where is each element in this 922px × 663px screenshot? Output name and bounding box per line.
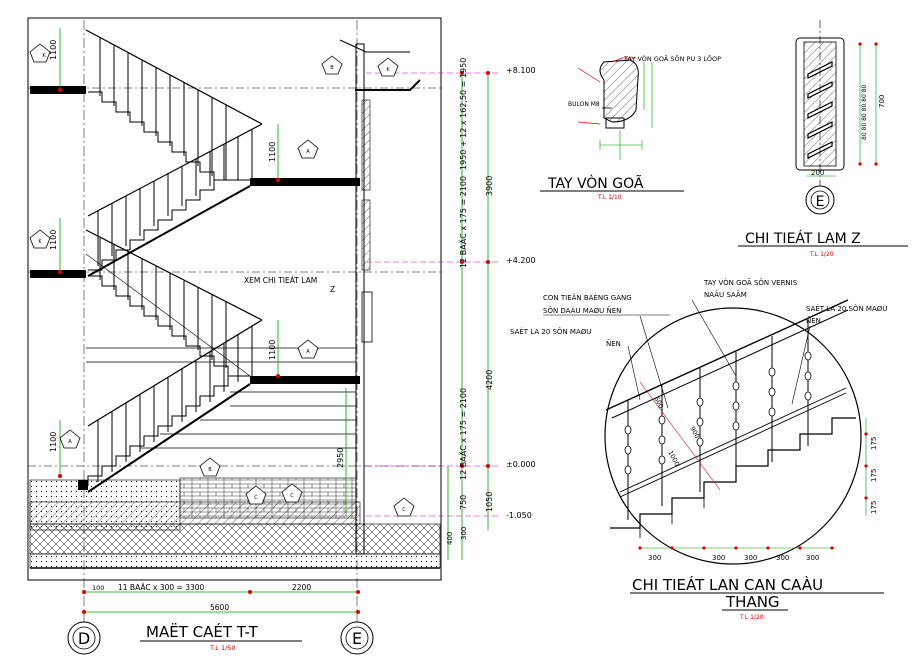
dim-1100-c: 1100: [49, 432, 58, 452]
railing-note-handrail: TAY VÒN GOÃ SÔN VERNIS: [703, 278, 798, 287]
level-top: +8.100: [506, 66, 536, 75]
dim-300: 300: [460, 527, 468, 540]
marker-b-1: B: [330, 65, 334, 71]
marker-b-2: B: [208, 467, 212, 473]
railing-dim-300-c: 300: [744, 554, 757, 562]
dim-1100-d: 1100: [268, 142, 277, 162]
railing-note-flat-left-2: ÑEN: [606, 339, 621, 348]
axis-label-e: E: [352, 629, 362, 648]
railing-note-flat-left: SAÉT LA 20 SÔN MAØU: [510, 327, 591, 336]
section-drawing: [27, 17, 500, 640]
railing-title-line1: CHI TIEÁT LAN CAN CAÀU: [632, 575, 823, 594]
lam-scale: T.L 1/20: [809, 251, 834, 258]
railing-dim-300-e: 300: [806, 554, 819, 562]
dim-1050: 1050: [485, 492, 494, 512]
railing-scale: T.L 1/20: [739, 614, 764, 621]
marker-a-1: A: [68, 439, 72, 445]
dim-100: 100: [92, 584, 104, 592]
marker-k-3: K: [386, 67, 390, 73]
dim-vertical-a: 12 BAÄC x 175 = 2100: [458, 388, 468, 480]
lam-axis-label: E: [816, 194, 825, 210]
railing-dim-300-d: 300: [776, 554, 789, 562]
railing-dim-1000: 1000: [666, 449, 681, 467]
railing-note-handrail-2: NAÂU SAÃM: [704, 290, 747, 299]
railing-note-flat-right-2: ÑEN: [806, 316, 821, 325]
level-zero: ±0.000: [506, 460, 536, 469]
handrail-note-bolt: BULON M8: [568, 101, 600, 108]
dim-5600: 5600: [210, 603, 229, 612]
railing-title-line2: THANG: [725, 593, 780, 611]
dim-2950: 2950: [336, 448, 345, 468]
railing-dim-175-b: 175: [870, 469, 878, 482]
dim-3900: 3900: [485, 176, 494, 196]
section-scale: T.L 1/50: [209, 644, 236, 652]
marker-k-1: K: [42, 53, 46, 59]
dim-400: 400: [446, 532, 454, 545]
marker-c-1: C: [254, 495, 258, 501]
dim-2200: 2200: [292, 583, 311, 592]
railing-dim-300-a: 300: [648, 554, 661, 562]
railing-detail: [604, 299, 868, 565]
marker-c-3: C: [402, 507, 406, 513]
dim-750: 750: [459, 495, 468, 510]
dim-vertical-c: 1950 + 12 x 162,50 = 1950: [459, 58, 468, 170]
section-title: MAËT CAÉT T-T: [146, 622, 259, 641]
marker-a-3: A: [306, 349, 310, 355]
lam-detail: [795, 20, 878, 215]
lam-dim-200: 200: [811, 169, 824, 177]
section-frame: [27, 17, 442, 581]
dim-vertical-b: 12 BAÄC x 175 = 2100: [458, 176, 468, 268]
handrail-detail: [577, 57, 653, 160]
axis-label-d: D: [78, 629, 90, 648]
railing-dim-175-a: 175: [870, 437, 878, 450]
lam-title: CHI TIEÁT LAM Z: [745, 230, 861, 247]
railing-note-flat-right: SAÉT LA 20 SÔN MAØU: [806, 304, 887, 313]
marker-c-2: C: [290, 493, 294, 499]
note-detail: XEM CHI TIEÁT LAM: [244, 276, 317, 285]
note-detail-z: Z: [330, 285, 335, 294]
handrail-note-top: TAY VÒN GOÃ SÔN PU 3 LÔOP: [623, 54, 721, 63]
marker-k-2: K: [38, 239, 42, 245]
level-mid: +4.200: [506, 256, 536, 265]
marker-a-2: A: [306, 149, 310, 155]
level-neg: -1.050: [506, 511, 532, 520]
dim-steps: 11 BAÄC x 300 = 3300: [118, 583, 205, 592]
railing-note-post-2: SÔN DAÀU MAØU ÑEN: [543, 306, 621, 315]
handrail-scale: T.L 1/10: [597, 194, 622, 201]
lam-dim-col: 80 80 80 80 80 80: [861, 84, 868, 140]
railing-dim-175-c: 175: [870, 501, 878, 514]
dim-1100-e: 1100: [268, 340, 277, 360]
dim-4200: 4200: [485, 370, 494, 390]
dim-1100-a: 1100: [49, 40, 58, 60]
railing-note-post: CON TIEÄN BAÈNG GANG: [543, 293, 632, 302]
handrail-title: TAY VÒN GOÃ: [547, 174, 644, 192]
lam-dim-700: 700: [878, 95, 886, 108]
railing-dim-300-b: 300: [712, 554, 725, 562]
railing-dim-600: 600: [652, 395, 665, 410]
dim-1100-b: 1100: [49, 230, 58, 250]
